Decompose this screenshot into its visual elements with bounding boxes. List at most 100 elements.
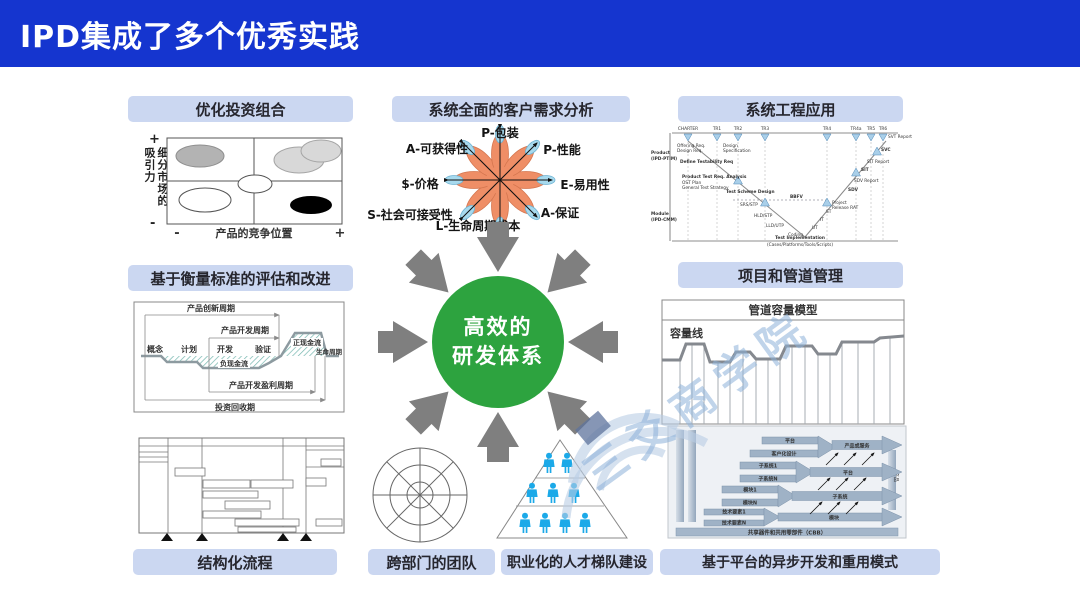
v-test-scheme-design: Test Scheme Design [726, 189, 775, 195]
star-flower [444, 124, 556, 236]
need-label-social: S-社会可接受性 [367, 208, 453, 222]
label-negative-cashflow: 负现金流 [220, 359, 248, 368]
row1-b: 客户化设计 [770, 451, 796, 458]
v-design-req: Design Req. [677, 148, 703, 154]
label-lifecycle: 生命周期 [316, 347, 343, 356]
portfolio-y-axis-label: 细分市场的吸引力 [143, 147, 169, 207]
v-test-implementation: Test Implementation [775, 235, 825, 241]
team-wheel-diagram [372, 447, 468, 543]
caption-platform-reuse: 基于平台的异步开发和重用模式 [660, 549, 940, 575]
need-label-availability: A-可获得性 [405, 142, 469, 156]
v-lld: LLD/UTP [766, 223, 784, 229]
phase-plan: 计划 [181, 344, 197, 354]
v-sdv-report: SDV Report [854, 178, 879, 184]
row4-b: 技术要素N [722, 520, 746, 527]
label-profit-cycle: 产品开发盈利周期 [229, 380, 293, 390]
cbb-bar [675, 527, 899, 537]
pipeline-dividers [679, 338, 891, 424]
portfolio-y-minus: - [150, 216, 156, 231]
v-specification: Specification [723, 148, 751, 154]
milestone-charter: CHARTER [678, 126, 698, 132]
metrics-cashflow-diagram: 产品创新周期 产品开发周期 概念 计划 开发 验证 产品开发盈利周期 投资回收期… [133, 301, 345, 413]
v-srs: SRS/STP [740, 202, 758, 208]
cbb-label: 共享器件和共用零部件（CBB） [748, 529, 826, 537]
panel-title-needs: 系统全面的客户需求分析 [392, 96, 630, 122]
capacity-line-label: 容量线 [669, 326, 703, 340]
caption-structured-process: 结构化流程 [133, 549, 337, 575]
row2-out: 平台 [843, 470, 853, 477]
milestone-labels: CHARTER TR1 TR2 TR3 TR4 TR4a TR5 TR6 [678, 126, 888, 132]
left-bar-2 [688, 430, 696, 522]
row3-b: 模块N [743, 500, 757, 507]
row3-out: 子系统 [832, 494, 847, 501]
need-label-assurance: A-保证 [540, 206, 580, 220]
left-bar-1 [676, 430, 684, 522]
label-positive-cashflow: 正现金流 [293, 338, 321, 347]
v-general-test-strategy: General Test Strategy [682, 185, 729, 191]
v-it: IT [820, 217, 824, 223]
milestone-tr5: TR5 [866, 126, 876, 132]
axis-product2: (IPD-PTIM) [651, 156, 677, 162]
axis-product: Product [651, 150, 670, 156]
hub-circle: 高效的 研发体系 [432, 276, 564, 408]
v-coding: Coding [788, 232, 803, 238]
milestone-tr4a: TR4a [850, 126, 862, 132]
row2-a: 子系统1 [759, 463, 778, 470]
label-dev-cycle: 产品开发周期 [221, 325, 269, 335]
portfolio-matrix-chart: - 产品的竞争位置 + [166, 137, 345, 241]
hub-line2: 研发体系 [452, 344, 544, 368]
platform-reuse-diagram: 产品 平台 客户化设计 产品或服务 子系统1 子系统N 平台 模块1 模块N 子… [667, 425, 907, 539]
needs-star-diagram [444, 124, 556, 236]
v-ut: UT [812, 225, 818, 231]
v-sit: SIT [861, 167, 869, 173]
milestone-tr2: TR2 [733, 126, 743, 132]
milestone-tr3: TR3 [760, 126, 770, 132]
v-st: ST [826, 209, 832, 215]
need-label-usability: E-易用性 [560, 178, 610, 192]
caption-talent: 职业化的人才梯队建设 [501, 549, 653, 575]
row3-a: 模块1 [743, 487, 757, 494]
portfolio-y-plus: + [149, 132, 160, 147]
cashflow-curve [141, 331, 339, 370]
pipeline-model-title: 管道容量模型 [749, 303, 818, 317]
phase-verify: 验证 [255, 344, 271, 354]
panel-title-portfolio: 优化投资组合 [128, 96, 353, 122]
v-testability: Define Testability Req [680, 159, 733, 165]
v-offering-req: Offering Req. [677, 143, 705, 149]
structured-process-chart [138, 437, 345, 541]
syseng-v-model: CHARTER TR1 TR2 TR3 TR4 TR4a TR5 TR6 Pro… [651, 126, 912, 248]
panel-title-syseng: 系统工程应用 [678, 96, 903, 122]
portfolio-x-axis-label: 产品的竞争位置 [216, 226, 293, 240]
axis-module2: (IPD-CMM) [651, 217, 677, 223]
row1-a: 平台 [785, 438, 795, 445]
v-release-rat: Release RAT [832, 205, 859, 211]
row4-out: 模块 [829, 515, 840, 522]
v-hld: HLD/STP [754, 213, 773, 219]
need-label-packaging: P-包装 [481, 126, 519, 140]
milestone-markers [161, 533, 312, 541]
panel-title-metrics: 基于衡量标准的评估和改进 [128, 265, 353, 291]
milestone-tr1: TR1 [712, 126, 722, 132]
label-innovation-cycle: 产品创新周期 [187, 303, 235, 313]
row2-b: 子系统N [758, 476, 777, 483]
page-title: IPD集成了多个优秀实践 [20, 19, 361, 55]
pipeline-capacity-model: 管道容量模型 容量线 [661, 299, 905, 425]
capacity-step-line [662, 334, 905, 364]
axis-module: Module [651, 211, 669, 217]
v-ost-plan: OST Plan [682, 180, 702, 186]
slide-header: IPD集成了多个优秀实践 [0, 0, 1080, 67]
phase-develop: 开发 [217, 344, 234, 354]
v-lines [687, 140, 887, 238]
v-svt-report: SVT Report [888, 134, 912, 140]
v-sit-report: SIT Report [867, 159, 890, 165]
need-label-price: $-价格 [401, 177, 439, 191]
gantt-bars [174, 458, 343, 533]
row1-out: 产品或服务 [844, 443, 870, 450]
talent-pyramid [496, 439, 628, 539]
label-payback: 投资回收期 [215, 402, 255, 412]
v-sdv: SDV [848, 187, 859, 193]
milestone-tr4: TR4 [822, 126, 832, 132]
star-axes [444, 124, 553, 233]
reuse-arrows [809, 452, 875, 515]
